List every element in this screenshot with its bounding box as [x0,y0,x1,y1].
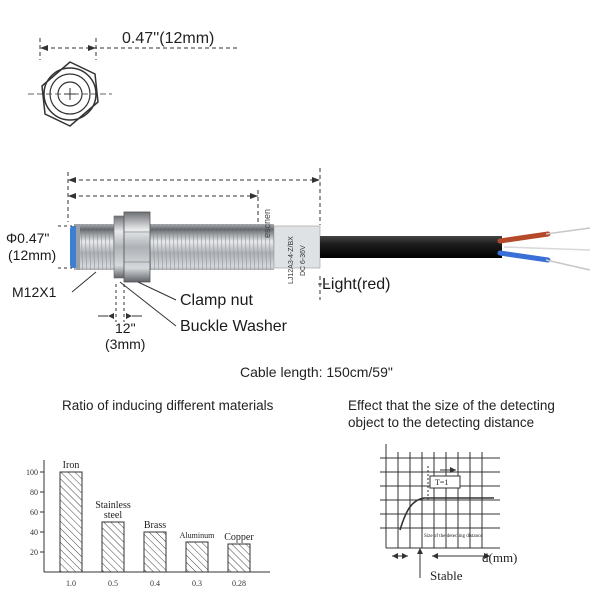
bar-category-label: Copper [224,532,254,543]
bar-value-label: 0.4 [150,579,160,588]
sensor-print-model-2: DC 6-36V [300,245,307,276]
bar-category-label: Stainless [95,500,131,511]
light-callout: Light(red) [322,276,391,293]
right-chart-caption-line1: Effect that the size of the detecting [348,398,555,413]
diameter-label-line2: (12mm) [8,247,57,263]
stable-label: Stable [430,568,463,583]
bar-brass [143,531,167,573]
distance-effect-diagram [380,444,500,578]
bar-category-label: Aluminum [180,531,215,540]
bar-category-label: steel [104,510,123,521]
bar-value-label: 0.5 [108,579,118,588]
y-tick-label: 80 [30,488,38,497]
side-view-diagram [58,168,591,327]
washer-width-mm-label: (3mm) [105,336,146,352]
top-width-dimension: 0.47''(12mm) [122,30,215,47]
inner-size-label: Size of the detecting distance [424,534,483,539]
bar-value-label: 1.0 [66,579,76,588]
y-tick-label: 40 [30,528,38,537]
left-chart-caption: Ratio of inducing different materials [62,398,274,413]
bar-value-label: 0.28 [232,579,246,588]
bar-category-label: Brass [144,520,166,531]
washer-width-label: 12" [115,320,136,336]
bar-value-label: 0.3 [192,579,202,588]
cable-length-text: Cable length: 150cm/59" [240,364,393,380]
diameter-label-line1: Φ0.47" [6,230,50,246]
t-equals-label: T=1 [435,478,449,487]
y-tick-label: 60 [30,508,38,517]
x-axis-label: d(mm) [482,550,518,565]
bar-category-label: Iron [63,460,80,471]
bar-copper [227,543,251,573]
buckle-washer-callout: Buckle Washer [180,318,287,335]
thread-label: M12X1 [12,284,57,300]
front-view-diagram [28,38,238,127]
right-chart-caption-line2: object to the detecting distance [348,415,535,430]
y-tick-label: 20 [30,548,38,557]
sensor-print-brand: escnen [262,208,272,238]
bar-stainless-steel [101,521,125,573]
y-tick-label: 100 [26,468,38,477]
clamp-nut-callout: Clamp nut [180,292,253,309]
sensor-print-model-1: LJ12A3-4-Z/BX [288,236,295,284]
bar-aluminum [185,541,209,573]
bar-iron [59,471,83,573]
